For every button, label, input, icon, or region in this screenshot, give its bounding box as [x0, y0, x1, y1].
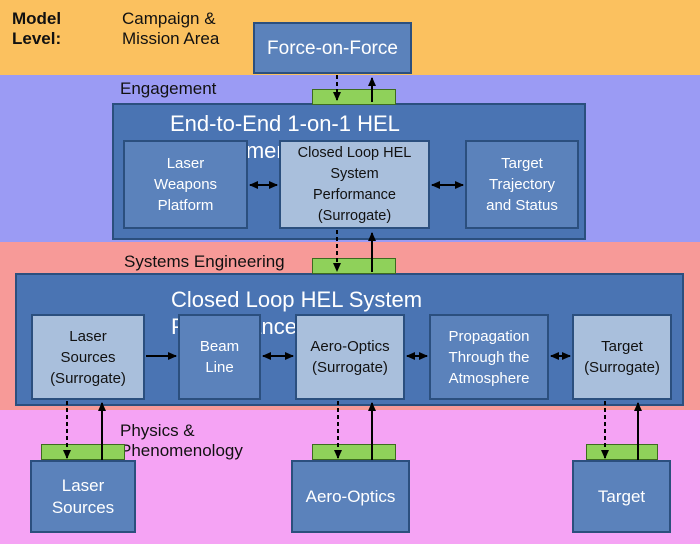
physics-level-label: Physics & Phenomenology: [120, 421, 243, 460]
force-on-force-box: Force-on-Force: [253, 22, 412, 74]
systems-level-label: Systems Engineering: [124, 252, 285, 271]
laser-sources-box: Laser Sources: [30, 460, 136, 533]
engagement-level-label: Engagement: [120, 79, 217, 98]
target-surrogate-box: Target (Surrogate): [572, 314, 672, 400]
campaign-level-label: Campaign & Mission Area: [122, 9, 220, 48]
propagation-box: Propagation Through the Atmosphere: [429, 314, 549, 400]
target-box: Target: [572, 460, 671, 533]
aero-optics-surrogate-box: Aero-Optics (Surrogate): [295, 314, 405, 400]
target-trajectory-box: Target Trajectory and Status: [465, 140, 579, 229]
connector-pad-laser: [41, 444, 125, 460]
aero-optics-box: Aero-Optics: [291, 460, 410, 533]
beam-line-box: Beam Line: [178, 314, 261, 400]
connector-pad-aero: [312, 444, 396, 460]
laser-sources-surrogate-box: Laser Sources (Surrogate): [31, 314, 145, 400]
model-level-label: Model Level:: [12, 9, 62, 48]
closed-loop-surrogate-box: Closed Loop HEL System Performance (Surr…: [279, 140, 430, 229]
laser-weapons-platform-box: Laser Weapons Platform: [123, 140, 248, 229]
